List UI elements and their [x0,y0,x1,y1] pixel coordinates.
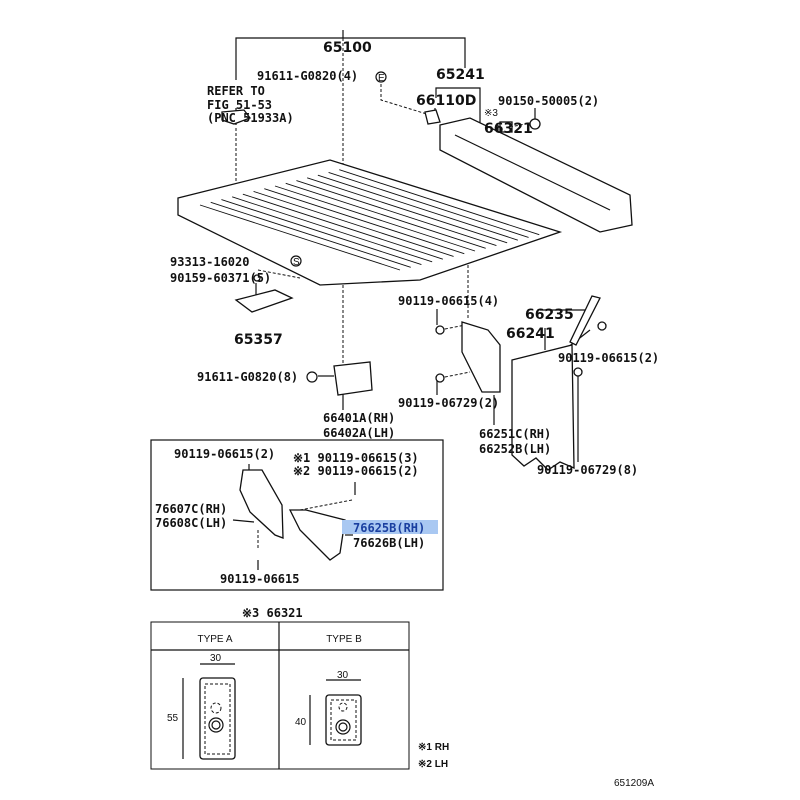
circle-s-marker [290,255,302,267]
bed-floor-part [177,159,563,286]
label-66252b: 66252B(LH) [479,442,551,456]
highlight-76625b [342,520,438,534]
floor-rib [328,172,529,238]
inset-box: 90119-06615(2) ※1 90119-06615(3) ※2 9011… [150,439,444,591]
circle-e-text: E [378,73,385,84]
bolt-left-2 [435,373,445,383]
type-b-height: 40 [295,717,307,728]
label-mark3: ※3 [484,108,498,119]
type-b-width: 30 [337,670,349,681]
label-90119-06729-8: 90119-06729(8) [537,463,638,477]
label-65100: 65100 [323,40,372,56]
circle-s-text: S [293,257,300,268]
bracket-76607c-part [239,469,284,539]
label-65357: 65357 [234,332,283,348]
floor-rib [199,204,401,271]
label-90119-06729-2: 90119-06729(2) [398,396,499,410]
label-66241: 66241 [506,326,555,342]
strip-66235-part [569,295,601,346]
bolt-right-2 [597,321,607,331]
label-90150: 90150-50005(2) [498,94,599,108]
floor-rib [296,180,497,246]
label-66110d: 66110D [416,93,476,109]
type-a-header: TYPE A [197,634,232,645]
legend-lh: ※2 LH [418,759,448,770]
label-76607c: 76607C(RH) [155,502,227,516]
bracket-66251c-part [461,321,501,393]
plate-65357-part [234,289,294,313]
label-66401a: 66401A(RH) [323,411,395,425]
floor-rib [317,174,518,241]
floor-rib [210,201,411,268]
label-inset-90119-2: 90119-06615(2) [174,447,275,461]
floor-rib [307,177,508,244]
floor-rib [232,196,433,263]
hinge-66401a-part [333,361,373,396]
type-b-header: TYPE B [326,634,362,645]
types-table: ※3 66321 TYPE A TYPE B 30 55 30 40 [150,606,410,770]
label-66402a: 66402A(LH) [323,426,395,440]
floor-rib [221,199,422,265]
label-91611-4: 91611-G0820(4) [257,69,358,83]
circle-e-marker-2 [306,371,318,383]
floor-rib [264,188,465,255]
label-90159: 90159-60371(5) [170,271,271,285]
label-refer-to: REFER TO [207,84,265,98]
circle-e-marker [375,71,387,83]
legend-rh: ※1 RH [418,742,449,753]
label-66321: 66321 [484,121,533,137]
label-fig: FIG 51-53 [207,98,272,112]
label-76625b-highlighted[interactable]: 76625B(RH) [353,521,425,535]
bolt-right [573,367,583,377]
label-90119-2-right: 90119-06615(2) [558,351,659,365]
floor-rib [242,193,443,260]
label-pnc: (PNC 51933A) [207,111,294,125]
bolt-90150 [499,121,513,133]
label-66235: 66235 [525,307,574,323]
label-93313: 93313-16020 [170,255,249,269]
label-91611-8: 91611-G0820(8) [197,370,298,384]
type-a-width: 30 [210,653,222,664]
screw-90159 [253,274,261,282]
label-65241: 65241 [436,67,485,83]
floor-rib [285,182,486,249]
label-inset-m2-90119-2: ※2 90119-06615(2) [293,464,419,478]
table-title: ※3 66321 [242,606,303,620]
clip-part [221,109,252,125]
label-76608c: 76608C(LH) [155,516,227,530]
label-66251c: 66251C(RH) [479,427,551,441]
floor-rib [339,169,540,236]
clip-66321 [529,118,541,130]
rear-crossmember-part [439,117,633,233]
figure-id: 651209A [614,778,654,789]
floor-rib [253,191,454,257]
bracket-66110d-part [424,109,441,125]
cover-76625b-part [288,509,346,561]
floor-rib [274,185,476,252]
label-inset-90119: 90119-06615 [220,572,299,586]
label-76626b: 76626B(LH) [353,536,425,550]
label-90119-4: 90119-06615(4) [398,294,499,308]
bolt-left [435,325,445,335]
mudflap-66241-part [511,344,575,471]
label-inset-m1-90119-3: ※1 90119-06615(3) [293,451,419,465]
type-a-height: 55 [167,713,179,724]
